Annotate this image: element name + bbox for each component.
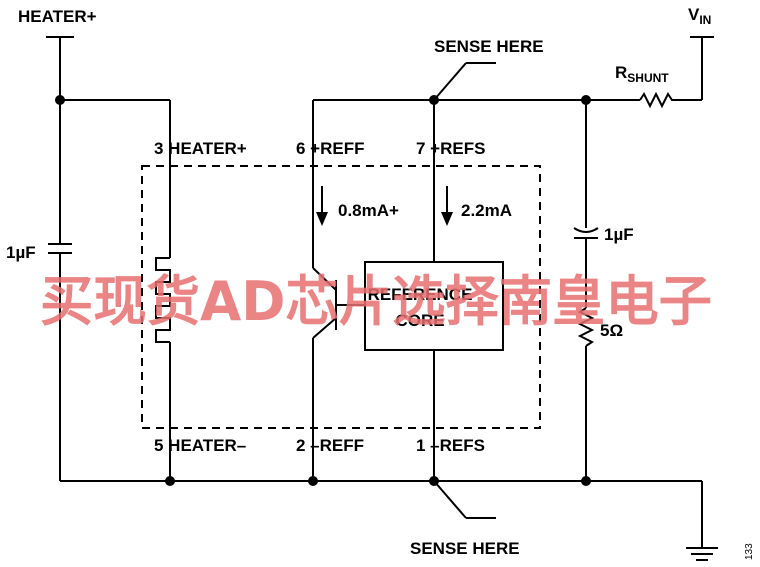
sense-here-top-label: SENSE HERE bbox=[434, 37, 544, 56]
sense-here-bottom-label: SENSE HERE bbox=[410, 539, 520, 558]
pin6-label: 6 +REFF bbox=[296, 139, 365, 158]
core-label-line1: REFERENCE bbox=[368, 285, 473, 304]
core-label-line2: CORE bbox=[395, 311, 444, 330]
figure-number: 133 bbox=[744, 543, 755, 560]
rshunt-resistor bbox=[639, 36, 714, 109]
pin1-label: 1 –REFS bbox=[416, 436, 485, 455]
ground-icon bbox=[686, 547, 718, 561]
vin-label: VIN bbox=[688, 5, 711, 27]
heater-element bbox=[155, 100, 171, 481]
current-refs-label: 2.2mA bbox=[461, 201, 512, 220]
current-reff-label: 0.8mA+ bbox=[338, 201, 399, 220]
heater-input-branch bbox=[46, 36, 170, 481]
heater-plus-terminal-label: HEATER+ bbox=[18, 7, 97, 26]
watermark-text: 买现货AD芯片选择南皇电子 bbox=[40, 270, 712, 333]
cap-left-label: 1µF bbox=[6, 243, 36, 262]
current-arrow-reff bbox=[316, 186, 328, 226]
rshunt-label: RSHUNT bbox=[615, 63, 669, 85]
pin2-label: 2 –REFF bbox=[296, 436, 364, 455]
decoupling-branch bbox=[573, 100, 599, 481]
pin3-label: 3 HEATER+ bbox=[154, 139, 247, 158]
pin5-label: 5 HEATER– bbox=[154, 436, 246, 455]
cap-right-label: 1µF bbox=[604, 225, 634, 244]
reff-transistor bbox=[312, 267, 365, 481]
package-outline bbox=[141, 165, 541, 429]
reference-core: REFERENCE CORE bbox=[364, 261, 504, 481]
top-rail bbox=[312, 62, 640, 268]
current-arrow-refs bbox=[441, 186, 453, 226]
bottom-rail bbox=[60, 476, 703, 548]
res-right-label: 5Ω bbox=[600, 321, 623, 340]
pin7-label: 7 +REFS bbox=[416, 139, 485, 158]
